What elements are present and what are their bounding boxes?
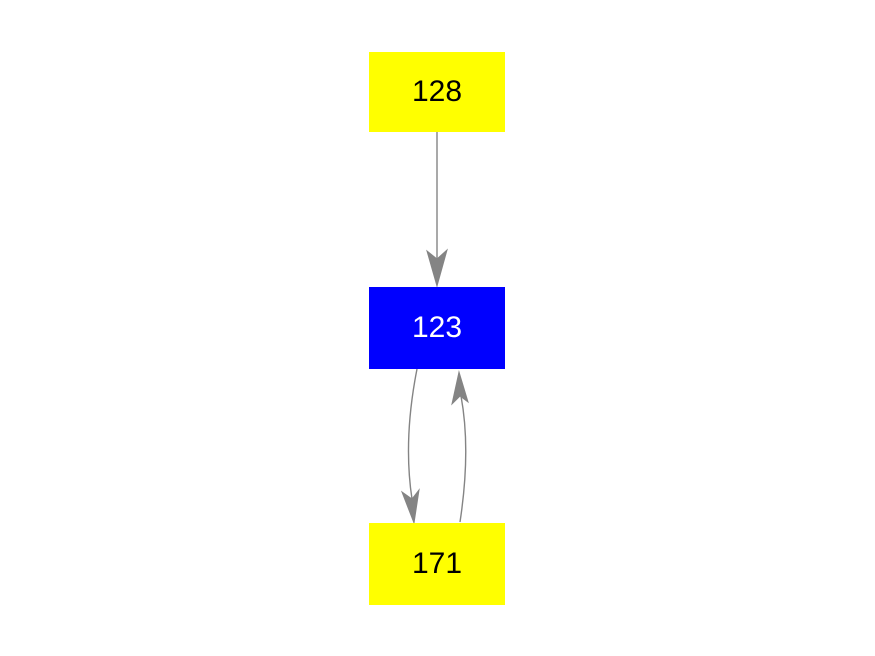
- node-128[interactable]: 128: [369, 52, 505, 132]
- edge-123-171-line[interactable]: [407, 368, 418, 500]
- node-123[interactable]: 123: [369, 287, 505, 369]
- node-128-label: 128: [411, 75, 463, 108]
- edge-128-123[interactable]: [426, 132, 448, 288]
- arrowhead-down-icon: [426, 248, 448, 288]
- node-171-label: 171: [411, 547, 463, 580]
- arrowhead-down-icon: [400, 488, 420, 525]
- edge-171-123[interactable]: [451, 370, 469, 523]
- arrowhead-up-icon: [451, 370, 469, 406]
- node-123-label: 123: [411, 311, 463, 344]
- edge-171-123-line[interactable]: [459, 395, 467, 523]
- node-171[interactable]: 171: [369, 523, 505, 605]
- edge-123-171[interactable]: [400, 368, 420, 525]
